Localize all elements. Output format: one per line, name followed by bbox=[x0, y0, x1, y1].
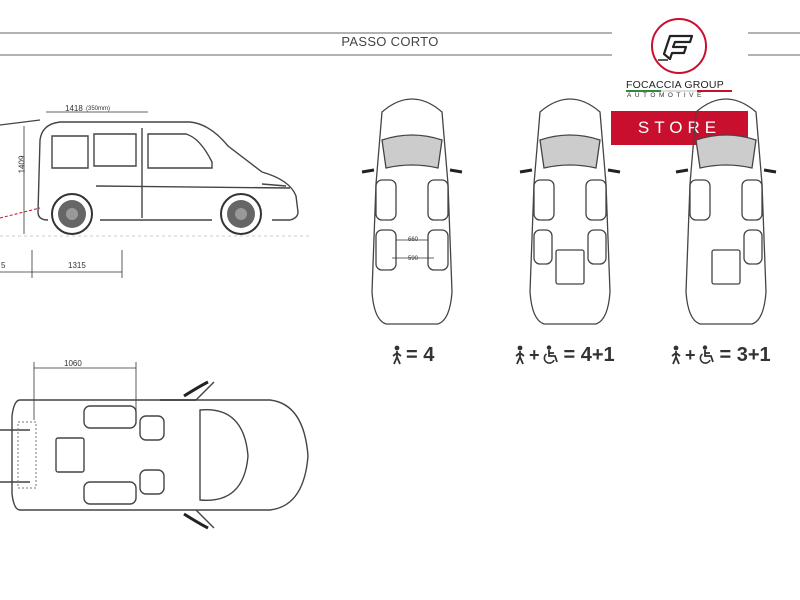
wheelchair-icon bbox=[699, 345, 714, 364]
layout-4plus1-diagram bbox=[519, 98, 621, 325]
header-rules bbox=[0, 32, 800, 56]
person-icon bbox=[392, 345, 402, 365]
person-icon bbox=[515, 345, 525, 365]
dim-bottom-left: 5 bbox=[1, 261, 6, 270]
layout-3plus1-diagram bbox=[675, 98, 777, 325]
dim-width: 1060 bbox=[64, 359, 82, 368]
focaccia-logo-icon bbox=[651, 18, 707, 74]
layout-1-caption: = 4 bbox=[391, 340, 434, 370]
brand-subtitle: AUTOMOTIVE bbox=[627, 92, 705, 99]
layout-1-dim-b: 590 bbox=[408, 256, 419, 262]
layout-1-dim-a: 660 bbox=[408, 237, 419, 243]
layout-3-caption: + = 3+1 bbox=[670, 340, 771, 370]
dim-top-sub: (350mm) bbox=[86, 106, 111, 112]
section-title: PASSO CORTO bbox=[341, 34, 439, 49]
layout-2-caption: + = 4+1 bbox=[514, 340, 615, 370]
wheelchair-icon bbox=[543, 345, 558, 364]
dim-top: 1418 bbox=[65, 104, 83, 113]
van-side-view bbox=[0, 111, 310, 278]
rear-wheel bbox=[51, 193, 93, 235]
layout-1-label: = 4 bbox=[406, 343, 435, 366]
van-top-view bbox=[0, 362, 309, 530]
dim-bottom: 1315 bbox=[68, 261, 86, 270]
layout-4-diagram bbox=[361, 98, 463, 325]
person-icon bbox=[671, 345, 681, 365]
brand-stripe bbox=[626, 90, 732, 92]
dim-height: 1409 bbox=[17, 155, 27, 174]
layout-2-label: = 4+1 bbox=[563, 343, 615, 366]
layout-3-label: = 3+1 bbox=[719, 343, 771, 366]
brand-name: FOCACCIA GROUP bbox=[626, 79, 724, 91]
